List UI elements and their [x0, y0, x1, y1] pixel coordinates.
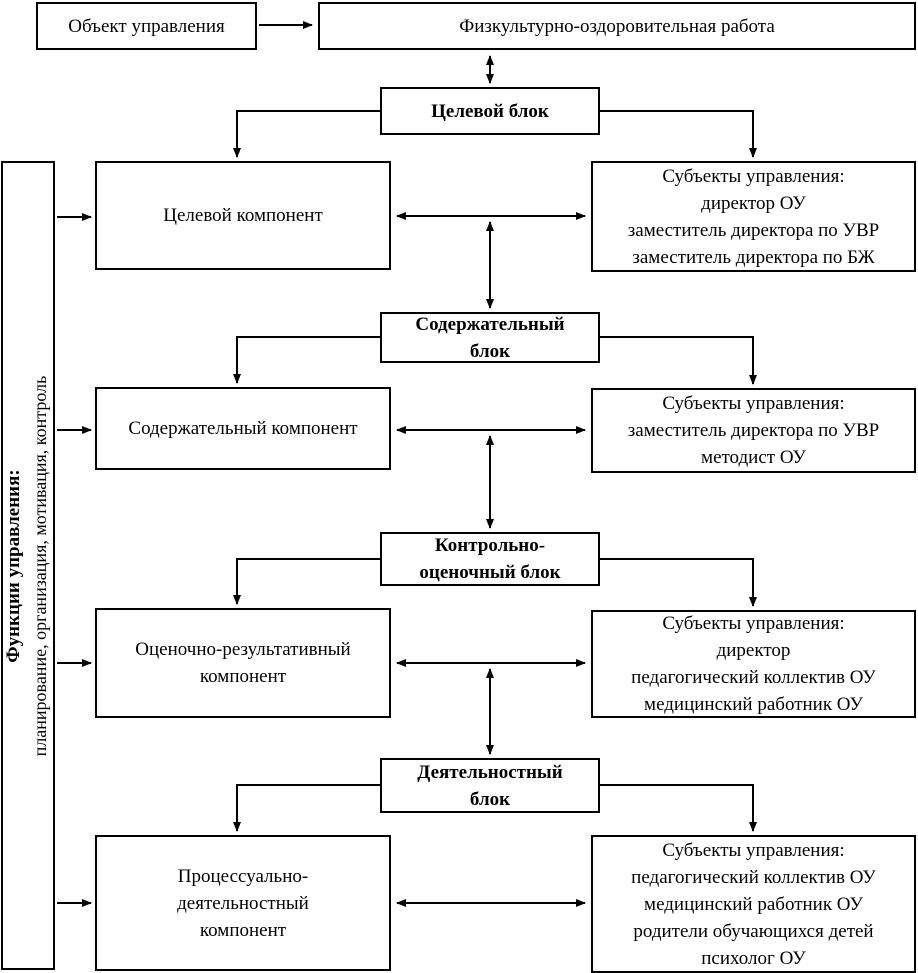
target-component-label: Целевой компонент — [163, 205, 323, 226]
target-block-label: Целевой блок — [431, 100, 549, 122]
content-block-box: Содержательный блок — [380, 312, 600, 363]
branch-control-block-left — [233, 558, 380, 605]
target-component-box: Целевой компонент — [95, 161, 391, 270]
management-functions-bar: Функции управления: планирование, органи… — [1, 161, 55, 970]
physical-culture-work-box: Физкультурно-оздоровительная работа — [318, 2, 916, 50]
evaluation-result-component-label: Оценочно-результативный компонент — [135, 639, 351, 687]
control-evaluation-block-label: Контрольно- оценочный блок — [419, 535, 561, 583]
subjects-row3-label: Субъекты управления: директор педагогиче… — [631, 613, 876, 715]
subjects-row1-label: Субъекты управления: директор ОУ замести… — [627, 165, 880, 268]
management-functions-title: Функции управления: — [3, 468, 24, 663]
management-functions-items: планирование, организация, мотивация, ко… — [30, 375, 50, 756]
branch-target-block-left — [233, 110, 380, 158]
activity-block-label: Деятельностный блок — [417, 761, 563, 810]
branch-activity-block-right — [600, 784, 757, 832]
branch-content-block-right — [600, 336, 757, 385]
content-block-label: Содержательный блок — [415, 313, 565, 362]
subjects-box-row4: Субъекты управления: педагогический колл… — [591, 835, 916, 973]
target-block-box: Целевой блок — [380, 87, 600, 135]
physical-culture-work-label: Физкультурно-оздоровительная работа — [459, 15, 775, 37]
branch-content-block-left — [233, 336, 380, 384]
subjects-row4-label: Субъекты управления: педагогический колл… — [631, 839, 876, 969]
procedural-activity-component-box: Процессуально- деятельностный компонент — [95, 835, 391, 971]
procedural-activity-component-label: Процессуально- деятельностный компонент — [177, 865, 309, 941]
branch-activity-block-left — [233, 784, 380, 832]
object-of-management-label: Объект управления — [68, 15, 225, 37]
subjects-row2-label: Субъекты управления: заместитель директо… — [627, 393, 880, 468]
object-of-management-box: Объект управления — [36, 2, 257, 50]
branch-control-block-right — [600, 558, 757, 607]
branch-target-block-right — [600, 110, 757, 158]
activity-block-box: Деятельностный блок — [380, 758, 600, 813]
subjects-box-row3: Субъекты управления: директор педагогиче… — [591, 610, 916, 718]
subjects-box-row2: Субъекты управления: заместитель директо… — [591, 388, 916, 473]
management-functions-text: Функции управления: планирование, органи… — [1, 161, 55, 970]
content-component-box: Содержательный компонент — [95, 387, 391, 470]
evaluation-result-component-box: Оценочно-результативный компонент — [95, 608, 391, 718]
content-component-label: Содержательный компонент — [128, 418, 358, 439]
control-evaluation-block-box: Контрольно- оценочный блок — [380, 532, 600, 586]
subjects-box-row1: Субъекты управления: директор ОУ замести… — [591, 161, 916, 272]
